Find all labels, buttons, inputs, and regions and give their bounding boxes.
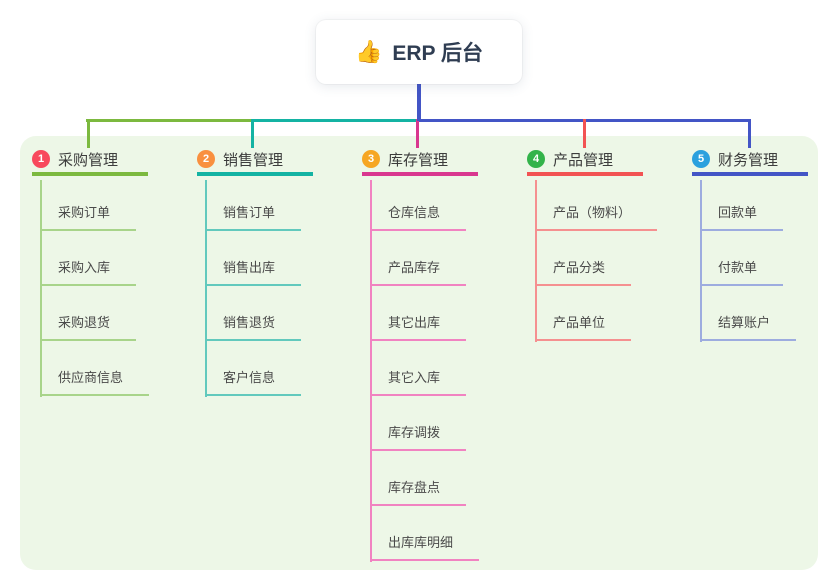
connector-root-drop [417,83,421,121]
child-node[interactable]: 客户信息 [205,368,302,396]
branch-child-connector-line [205,180,207,397]
branch-child-connector-line [535,180,537,342]
branches-background-panel [20,136,818,570]
child-node[interactable]: 出库库明细 [370,533,480,561]
root-node-label: ERP 后台 [392,42,484,65]
branch-inventory: 3 库存管理 仓库信息 产品库存 其它出库 其它入库 库存调拨 库存盘点 出库库… [362,146,480,562]
connector-drop-sales [251,119,254,148]
child-node[interactable]: 采购订单 [40,203,137,231]
branch-finance: 5 财务管理 回款单 付款单 结算账户 [692,146,808,342]
branch-purchase: 1 采购管理 采购订单 采购入库 采购退货 供应商信息 [32,146,150,397]
child-node[interactable]: 供应商信息 [40,368,150,396]
branch-node-product[interactable]: 4 产品管理 [527,146,643,176]
child-node[interactable]: 产品库存 [370,258,467,286]
branch-node-purchase[interactable]: 1 采购管理 [32,146,148,176]
branch-child-connector-line [370,180,372,562]
branch-label: 采购管理 [58,151,119,169]
branch-label: 财务管理 [718,151,779,169]
child-node[interactable]: 产品单位 [535,313,632,341]
branch-node-inventory[interactable]: 3 库存管理 [362,146,478,176]
branch-product: 4 产品管理 产品（物料） 产品分类 产品单位 [527,146,658,342]
child-node[interactable]: 付款单 [700,258,784,286]
branch-sales: 2 销售管理 销售订单 销售出库 销售退货 客户信息 [197,146,313,397]
child-node[interactable]: 采购退货 [40,313,137,341]
child-node[interactable]: 仓库信息 [370,203,467,231]
connector-drop-inventory [416,119,419,148]
connector-drop-purchase [87,119,90,148]
child-node[interactable]: 销售退货 [205,313,302,341]
branch-number-badge: 3 [362,150,380,168]
branch-number-badge: 4 [527,150,545,168]
child-node[interactable]: 其它入库 [370,368,467,396]
root-node-erp-backend[interactable]: 👍 ERP 后台 [316,20,522,84]
connector-drop-product [583,119,586,148]
thumbs-up-icon: 👍 [354,39,383,64]
child-node[interactable]: 库存调拨 [370,423,467,451]
branch-label: 销售管理 [223,151,284,169]
child-node[interactable]: 回款单 [700,203,784,231]
branch-node-sales[interactable]: 2 销售管理 [197,146,313,176]
branch-child-connector-line [700,180,702,342]
branch-node-finance[interactable]: 5 财务管理 [692,146,808,176]
child-node[interactable]: 产品（物料） [535,203,658,231]
child-node[interactable]: 其它出库 [370,313,467,341]
branch-number-badge: 1 [32,150,50,168]
child-node[interactable]: 库存盘点 [370,478,467,506]
branch-number-badge: 2 [197,150,215,168]
connector-drop-finance [748,119,751,148]
connector-horizontal-teal [252,119,418,122]
child-node[interactable]: 销售订单 [205,203,302,231]
branch-number-badge: 5 [692,150,710,168]
branch-label: 库存管理 [388,151,449,169]
child-node[interactable]: 销售出库 [205,258,302,286]
child-node[interactable]: 产品分类 [535,258,632,286]
child-node[interactable]: 结算账户 [700,313,797,341]
child-node[interactable]: 采购入库 [40,258,137,286]
branch-label: 产品管理 [553,151,614,169]
connector-horizontal-green [86,119,254,122]
branch-child-connector-line [40,180,42,397]
